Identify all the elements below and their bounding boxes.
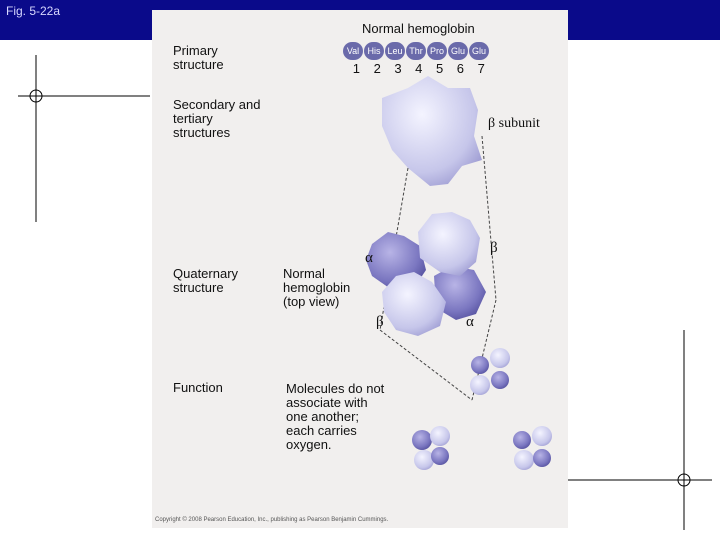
- quaternary-structure: [366, 212, 486, 336]
- small-hemoglobin-right: [513, 426, 552, 470]
- function-label: Function: [173, 380, 223, 395]
- quaternary-structure-label: Quaternary structure: [173, 266, 239, 295]
- function-description: Molecules do not associate with one anot…: [286, 381, 385, 452]
- beta-label-top: β: [490, 240, 498, 256]
- position-number: 3: [394, 61, 402, 76]
- amino-acid-bead: Thr: [406, 42, 426, 60]
- figure-panel: [152, 10, 568, 528]
- beta-label-bottom: β: [376, 314, 384, 330]
- position-number: 6: [456, 61, 464, 76]
- amino-acid-bead: Glu: [469, 42, 489, 60]
- position-numbers: 1 2 3 4 5 6 7: [346, 61, 492, 76]
- copyright-text: Copyright © 2008 Pearson Education, Inc.…: [155, 517, 389, 523]
- amino-acid-bead: Pro: [427, 42, 447, 60]
- position-number: 7: [477, 61, 485, 76]
- figure-label: Fig. 5-22a: [6, 4, 61, 18]
- beta-subunit-label: β subunit: [488, 116, 540, 131]
- small-hemoglobin-center: [470, 348, 510, 395]
- amino-acid-bead: Leu: [385, 42, 405, 60]
- alpha-label-bottom: α: [466, 314, 474, 330]
- primary-structure-label: Primary structure: [173, 43, 224, 72]
- position-number: 4: [415, 61, 423, 76]
- secondary-structure-label: Secondary and tertiary structures: [173, 97, 261, 140]
- small-hemoglobin-left: [412, 426, 450, 470]
- amino-acid-bead: His: [364, 42, 384, 60]
- normal-hemoglobin-top-view-label: Normal hemoglobin (top view): [283, 266, 351, 309]
- amino-acid-chain: Val His Leu Thr Pro Glu Glu: [343, 42, 489, 60]
- diagram-title: Normal hemoglobin: [362, 21, 475, 36]
- beta-subunit-shape: [382, 76, 482, 186]
- alpha-label-top: α: [365, 250, 373, 266]
- amino-acid-bead: Val: [343, 42, 363, 60]
- position-number: 2: [373, 61, 381, 76]
- position-number: 5: [435, 61, 444, 76]
- amino-acid-bead: Glu: [448, 42, 468, 60]
- crop-marks: [18, 55, 712, 530]
- position-number: 1: [352, 61, 361, 76]
